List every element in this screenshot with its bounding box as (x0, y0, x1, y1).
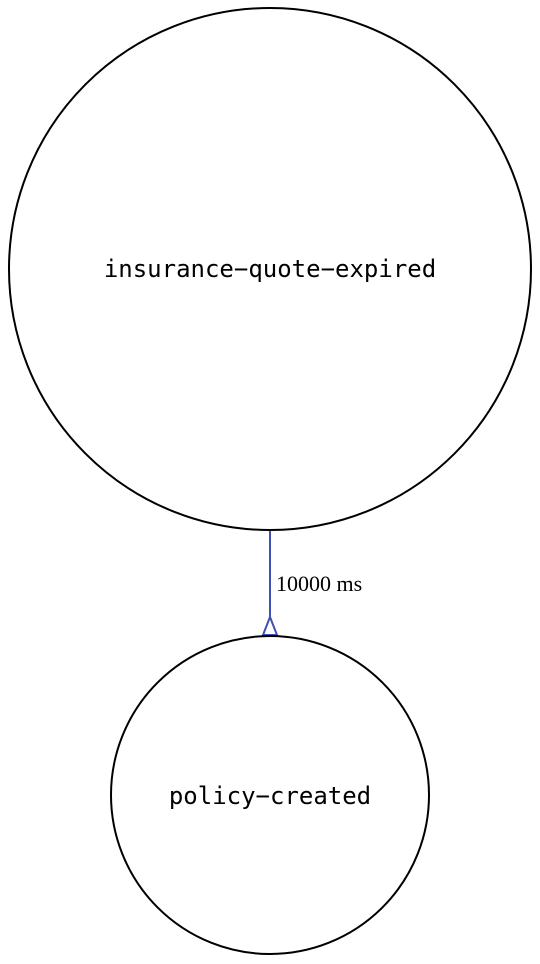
node-insurance-quote-expired[interactable]: insurance−quote−expired (8, 7, 532, 531)
edge-insurance-quote-expired-to-policy-created: 10000 ms (261, 531, 362, 636)
node-policy-created[interactable]: policy−created (110, 635, 430, 955)
node-label: policy−created (169, 782, 371, 810)
node-circle (8, 7, 532, 531)
edge-arrowhead-icon (261, 614, 279, 636)
node-circle (110, 635, 430, 955)
edge-label: 10000 ms (276, 571, 362, 596)
node-label: insurance−quote−expired (104, 255, 436, 283)
